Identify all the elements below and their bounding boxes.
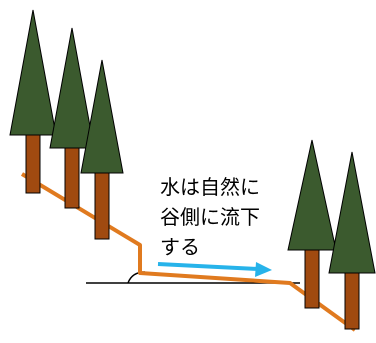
flow-caption: 水は自然に 谷側に流下 する <box>160 172 290 262</box>
flow-arrow-icon <box>157 262 272 277</box>
tree-left-2 <box>49 27 95 209</box>
tree-right-2 <box>328 151 376 330</box>
caption-line-1: 水は自然に <box>160 175 260 199</box>
tree-left-3 <box>80 59 124 240</box>
tree-right-1 <box>287 139 337 309</box>
tree-left-1 <box>9 9 57 194</box>
caption-line-3: する <box>160 235 200 259</box>
caption-line-2: 谷側に流下 <box>160 205 260 229</box>
